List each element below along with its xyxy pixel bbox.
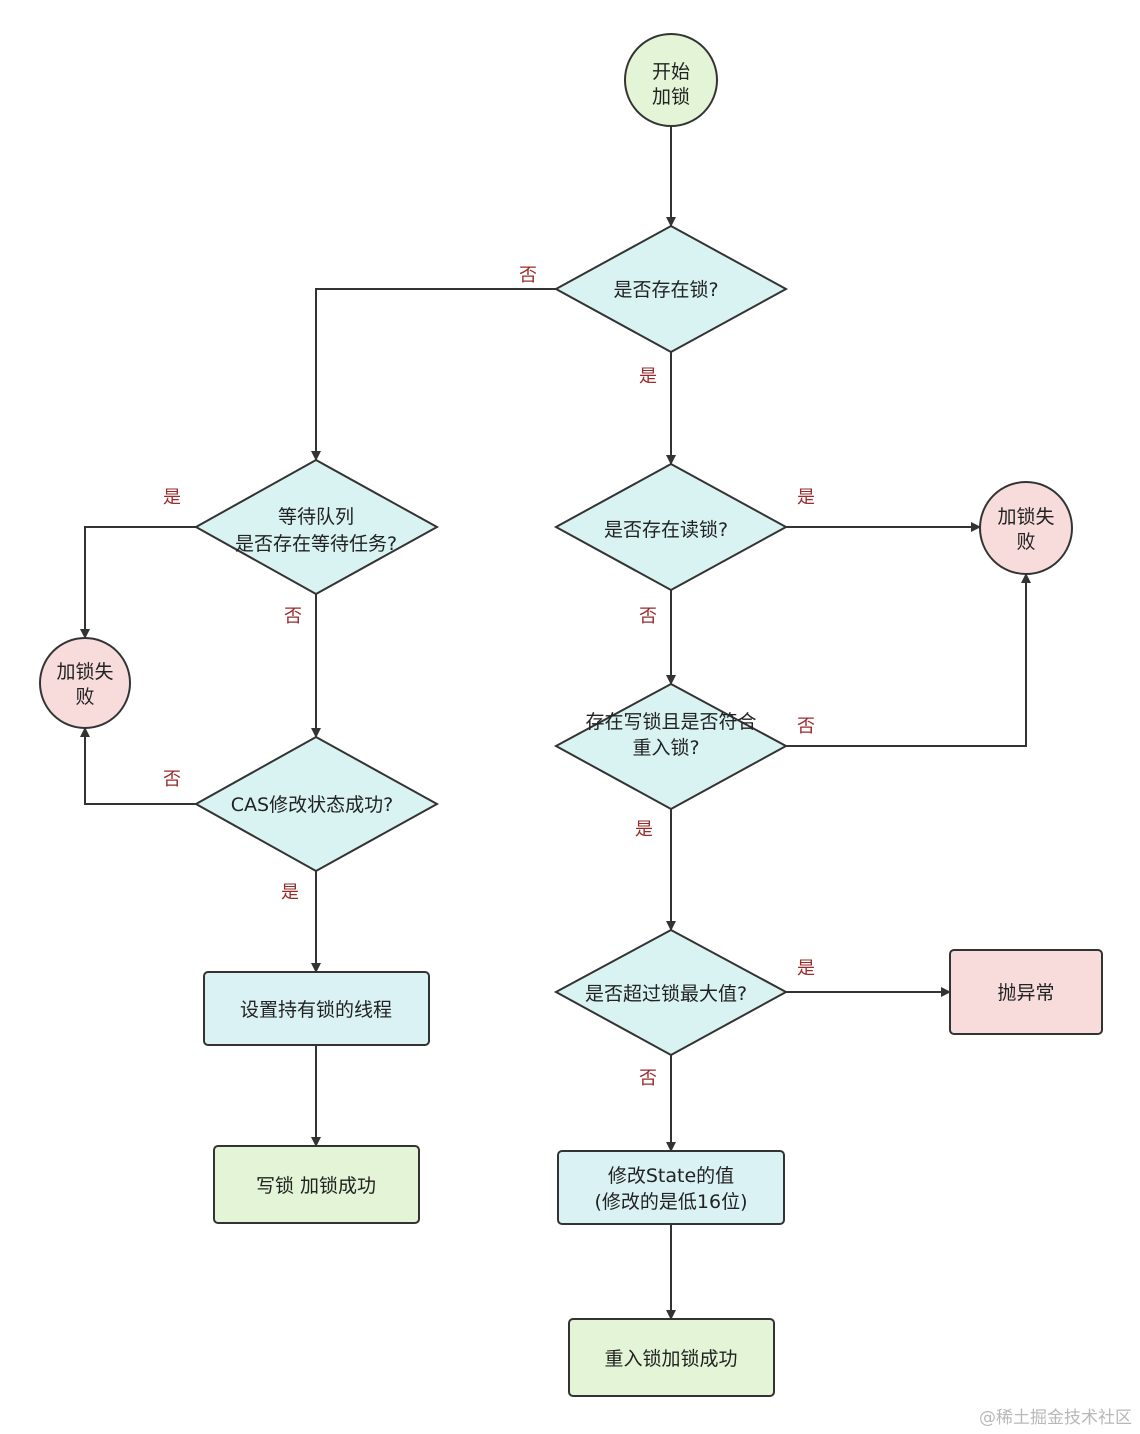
start-label-line2: 加锁 bbox=[652, 86, 690, 108]
edge-label-exceed-max-no: 否 bbox=[639, 1068, 657, 1089]
watermark: @稀土掘金技术社区 bbox=[979, 1408, 1132, 1428]
decision-read-lock bbox=[553, 462, 789, 592]
start-node bbox=[624, 33, 718, 127]
fail-node-left bbox=[39, 637, 131, 729]
decision-wait-queue bbox=[193, 458, 440, 596]
fail-left-label-line1: 加锁失 bbox=[56, 661, 113, 683]
error-throw-exception bbox=[949, 949, 1103, 1035]
decision-exceed-max bbox=[553, 928, 789, 1057]
edge-label-write-reentrant-yes: 是 bbox=[635, 819, 653, 840]
write-reentrant-label-line1: 存在写锁且是否符合 bbox=[585, 711, 756, 733]
edge-lock-exists-no bbox=[311, 288, 556, 461]
success-write-lock bbox=[213, 1145, 420, 1224]
lock-exists-label: 是否存在锁? bbox=[613, 279, 718, 301]
edge-wait-queue-yes bbox=[80, 526, 196, 639]
fail-right-label-line1: 加锁失 bbox=[997, 506, 1054, 528]
edge-write-reentrant-no bbox=[786, 573, 1031, 747]
process-modify-state bbox=[557, 1150, 785, 1225]
set-owner-label: 设置持有锁的线程 bbox=[240, 999, 392, 1021]
edge-label-cas-no: 否 bbox=[163, 769, 181, 790]
modify-state-label-line1: 修改State的值 bbox=[608, 1165, 734, 1187]
modify-state-label-line2: (修改的是低16位) bbox=[594, 1191, 747, 1213]
edge-label-read-lock-no: 否 bbox=[639, 606, 657, 627]
process-set-owner bbox=[203, 971, 430, 1046]
throw-label: 抛异常 bbox=[997, 982, 1054, 1004]
fail-node-right bbox=[979, 481, 1073, 575]
start-label-line1: 开始 bbox=[652, 61, 690, 83]
fail-right-label-line2: 败 bbox=[1016, 531, 1035, 553]
exceed-max-label: 是否超过锁最大值? bbox=[585, 983, 747, 1005]
reentrant-success-label: 重入锁加锁成功 bbox=[604, 1348, 737, 1370]
edge-label-wait-queue-no: 否 bbox=[284, 606, 302, 627]
edge-label-cas-yes: 是 bbox=[281, 882, 299, 903]
write-success-label: 写锁 加锁成功 bbox=[256, 1175, 376, 1197]
read-lock-label: 是否存在读锁? bbox=[604, 519, 728, 541]
edge-label-exceed-max-yes: 是 bbox=[797, 958, 815, 979]
wait-queue-label-line1: 等待队列 bbox=[278, 506, 354, 528]
decision-cas bbox=[193, 735, 440, 873]
wait-queue-label-line2: 是否存在等待任务? bbox=[235, 533, 397, 555]
write-reentrant-label-line2: 重入锁? bbox=[632, 737, 699, 759]
edge-label-lock-exists-yes: 是 bbox=[639, 366, 657, 387]
edge-cas-no bbox=[80, 727, 196, 805]
edge-label-wait-queue-yes: 是 bbox=[163, 487, 181, 508]
edge-label-read-lock-yes: 是 bbox=[797, 487, 815, 508]
decision-write-reentrant bbox=[553, 682, 789, 811]
success-reentrant bbox=[568, 1318, 775, 1397]
decision-lock-exists bbox=[553, 224, 789, 354]
edge-label-write-reentrant-no: 否 bbox=[797, 716, 815, 737]
cas-label: CAS修改状态成功? bbox=[231, 794, 393, 816]
fail-left-label-line2: 败 bbox=[75, 686, 94, 708]
edge-label-lock-exists-no: 否 bbox=[519, 265, 537, 286]
